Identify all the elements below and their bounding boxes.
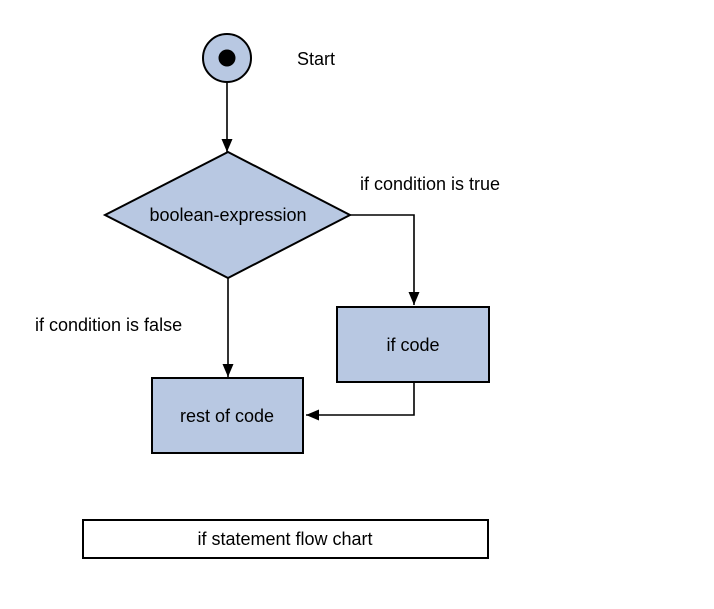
- start-node: [202, 33, 252, 83]
- start-label: Start: [297, 49, 335, 69]
- if-code-label: if code: [386, 335, 439, 355]
- diagram-title: if statement flow chart: [197, 529, 372, 549]
- edge-decision-to-ifcode: [350, 214, 420, 305]
- true-branch-label: if condition is true: [360, 174, 500, 194]
- edge-ifcode-to-restofcode: [306, 382, 415, 421]
- start-node-dot: [218, 49, 236, 67]
- rest-of-code-node: [151, 377, 304, 454]
- if-code-node: [336, 306, 490, 383]
- rest-of-code-label: rest of code: [180, 406, 274, 426]
- diagram-title-box: [82, 519, 489, 559]
- decision-label: boolean-expression: [149, 205, 306, 225]
- false-branch-label: if condition is false: [35, 315, 182, 335]
